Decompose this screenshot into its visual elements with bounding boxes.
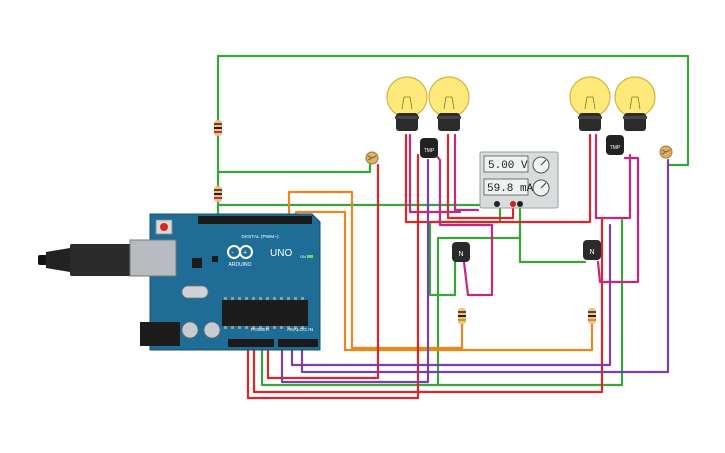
- light-bulbs: [386, 76, 656, 131]
- on-label: ON: [300, 254, 306, 259]
- wire-green-t1[interactable]: [428, 205, 502, 297]
- wire-red-supply[interactable]: [446, 133, 515, 220]
- npn-label-2: N: [589, 249, 594, 256]
- wire-green-supply-right[interactable]: [518, 203, 587, 264]
- supply-terminal-2[interactable]: [510, 201, 516, 207]
- current-display: [483, 178, 529, 196]
- power-jack: [140, 322, 180, 346]
- current-readout: 59.8 mA: [487, 183, 534, 195]
- resistor-1[interactable]: [214, 120, 222, 136]
- wire-red-bottom-3[interactable]: [266, 163, 380, 380]
- usb-port: [129, 239, 177, 277]
- tmp-sensor-1[interactable]: TMP: [420, 138, 438, 158]
- wire-green-ldr1[interactable]: [216, 163, 372, 174]
- light-bulb-3[interactable]: [569, 76, 611, 131]
- voltage-readout: 5.00 V: [488, 160, 528, 172]
- wire-red-lamp-bus[interactable]: [404, 133, 592, 224]
- resistor-2[interactable]: [214, 186, 222, 202]
- light-bulb-2[interactable]: [428, 76, 470, 131]
- tmp-label-1: TMP: [424, 148, 435, 154]
- wire-green-t1b[interactable]: [436, 228, 522, 387]
- digital-label: DIGITAL (PWM~): [241, 234, 279, 240]
- wire-red-bottom-1[interactable]: [246, 153, 420, 400]
- light-bulb-1[interactable]: [386, 76, 428, 131]
- analog-header: [278, 339, 318, 347]
- tmp-label-2: TMP: [610, 145, 621, 151]
- digital-header: [198, 216, 312, 224]
- npn-transistor-2[interactable]: N: [583, 240, 601, 260]
- wires: [216, 54, 690, 400]
- wire-purple-3[interactable]: [300, 158, 670, 374]
- tmp-sensor-2[interactable]: TMP: [606, 135, 624, 155]
- photoresistor-2[interactable]: [659, 145, 673, 159]
- supply-terminal-1[interactable]: [494, 201, 500, 207]
- power-supply[interactable]: 5.00 V 59.8 mA: [479, 151, 559, 209]
- npn-transistor-1[interactable]: N: [452, 242, 470, 262]
- svg-text:-: -: [232, 250, 235, 257]
- wire-green-bottom[interactable]: [260, 218, 624, 387]
- wire-magenta-t1[interactable]: [434, 153, 494, 297]
- arduino-model: UNO: [270, 248, 292, 259]
- wire-orange-2[interactable]: [294, 210, 594, 352]
- on-led: [307, 255, 313, 258]
- resistors: [214, 120, 596, 324]
- usb-cable: [70, 244, 132, 276]
- wire-purple-1[interactable]: [280, 158, 430, 384]
- analog-label: ANALOG IN: [287, 327, 314, 333]
- supply-terminal-3[interactable]: [517, 201, 523, 207]
- resistor-3[interactable]: [458, 308, 466, 324]
- atmega-chip: [222, 300, 308, 326]
- svg-text:+: +: [243, 250, 247, 257]
- wire-magenta-lamp2[interactable]: [453, 133, 480, 212]
- npn-label-1: N: [458, 251, 463, 258]
- arduino-brand: ARDUINO: [228, 262, 251, 268]
- arduino-uno-board[interactable]: DIGITAL (PWM~) - + ARDUINO UNO ON: [38, 213, 321, 351]
- reset-button[interactable]: [160, 223, 168, 231]
- voltage-display: [483, 155, 529, 173]
- resistor-4[interactable]: [588, 308, 596, 324]
- light-bulb-4[interactable]: [614, 76, 656, 131]
- power-header: [228, 339, 274, 347]
- wire-magenta-lamp3[interactable]: [594, 133, 632, 220]
- power-label: POWER: [251, 327, 270, 333]
- wire-red-bottom-2[interactable]: [252, 216, 604, 394]
- wire-magenta-t2[interactable]: [596, 156, 640, 284]
- wire-purple-2[interactable]: [290, 223, 612, 367]
- wire-orange-1[interactable]: [287, 190, 464, 350]
- usb-plug-tip: [38, 255, 48, 265]
- photoresistor-1[interactable]: [365, 151, 379, 165]
- wire-magenta-lamp1[interactable]: [408, 133, 462, 214]
- arduino-logo: - +: [227, 245, 253, 259]
- wire-green-top-loop[interactable]: [216, 54, 690, 220]
